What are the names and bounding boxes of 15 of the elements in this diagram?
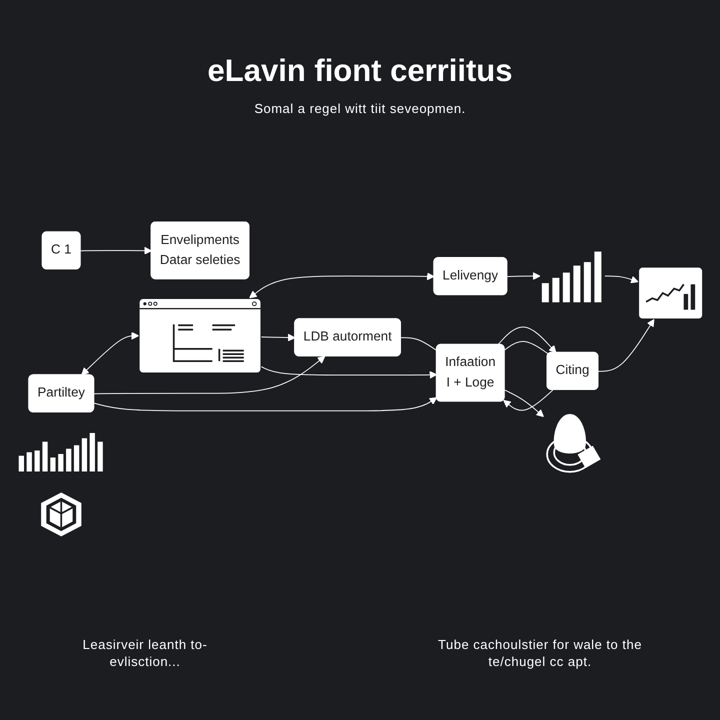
node-picture [138, 298, 262, 374]
process-box: Envelipments Datar seleties [150, 221, 250, 280]
process-box: Lelivengy [433, 257, 508, 296]
note-text: Leasirveir leanth to-evlisction... [82, 636, 208, 670]
note-text: Tube cachoulstier for wale to the te/chugel cc apt. [437, 636, 643, 670]
process-box: Citing [546, 352, 598, 390]
node-picture [638, 266, 703, 320]
process-box: LDB autorment [294, 318, 401, 356]
title: eLavin fiont cerriitus [206, 52, 514, 90]
process-box: Infaation I + Loge [436, 344, 505, 402]
node-picture [17, 431, 106, 472]
chip-box: C 1 [42, 231, 81, 270]
process-box: Partiltey [28, 374, 94, 412]
subtitle: Somal a regel witt tiit seveopmen. [253, 100, 467, 117]
node-picture [38, 490, 84, 538]
